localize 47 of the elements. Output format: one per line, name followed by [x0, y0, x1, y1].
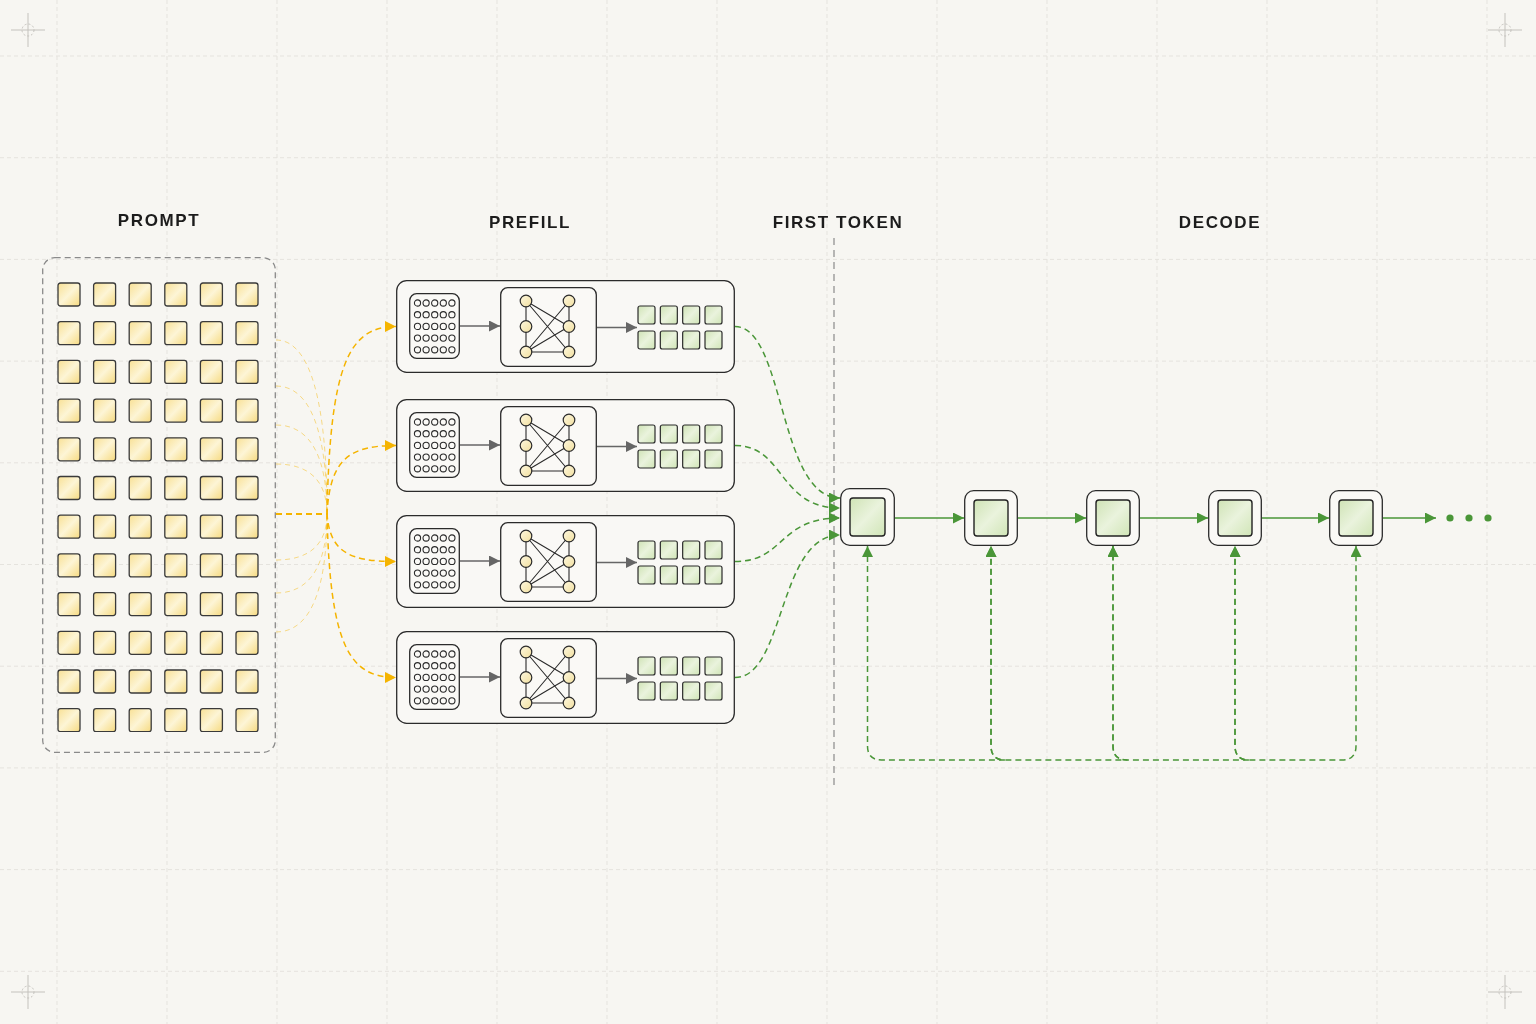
neural-network-icon: [500, 638, 597, 718]
dot-matrix-icon: [409, 644, 460, 710]
token-grid-icon: [637, 656, 723, 701]
dashed-arrow: [275, 513, 397, 683]
arrow: [596, 441, 638, 452]
arrow: [459, 671, 501, 683]
dot-matrix-icon: [409, 528, 460, 594]
token-icon: [964, 490, 1018, 546]
token-grid-icon: [637, 540, 723, 585]
stage-panel: [396, 631, 735, 724]
arrow: [459, 555, 501, 567]
section-heading: FIRST TOKEN: [772, 213, 904, 233]
stage-panel: [396, 280, 735, 373]
arrow: [1139, 512, 1209, 524]
token-icon: [1329, 490, 1383, 546]
stage-panel: [396, 399, 735, 492]
section-heading: PROMPT: [117, 211, 201, 231]
dashed-arrow: [862, 545, 1006, 761]
neural-network-icon: [500, 406, 597, 486]
arrow: [596, 557, 638, 568]
arrow: [459, 320, 501, 332]
token-icon: [840, 488, 895, 546]
neural-network-icon: [500, 522, 597, 602]
dot-matrix-icon: [409, 293, 460, 359]
stage-panel: [396, 515, 735, 608]
arrow: [596, 322, 638, 333]
token-grid-icon: [637, 424, 723, 469]
token-icon: [1208, 490, 1262, 546]
fan-in-lines: [275, 339, 328, 633]
section-heading: DECODE: [1178, 213, 1262, 233]
arrow: [596, 673, 638, 684]
dashed-arrow: [734, 325, 841, 501]
dashed-arrow: [1107, 545, 1250, 761]
dashed-arrow: [734, 531, 841, 679]
dashed-arrow: [1229, 545, 1362, 761]
dot-matrix-icon: [409, 412, 460, 478]
dashed-arrow: [734, 444, 841, 513]
arrow: [1017, 512, 1087, 524]
neural-network-icon: [500, 287, 597, 367]
dashed-arrow: [734, 513, 841, 563]
arrow: [1382, 512, 1437, 524]
token-icon: [1086, 490, 1140, 546]
section-heading: PREFILL: [489, 213, 571, 233]
arrow: [1261, 512, 1330, 524]
arrow: [459, 439, 501, 451]
token-grid-icon: [637, 305, 723, 350]
arrow: [894, 512, 965, 524]
